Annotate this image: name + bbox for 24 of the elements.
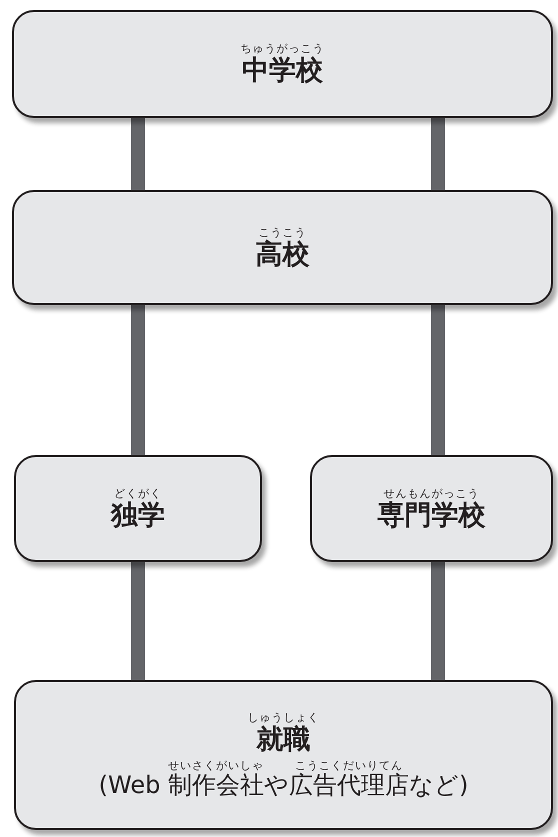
furigana: ちゅうがっこう (240, 42, 324, 55)
stage-box (14, 455, 262, 562)
connector-bar (131, 562, 145, 680)
stage-name: 高校 (256, 238, 310, 270)
furigana: せんもんがっこう (384, 486, 480, 500)
furigana: しゅうしょく (248, 711, 320, 724)
note-text: (Web 制作会社や広告代理店など) (98, 771, 468, 799)
furigana: こうこくだいりてん (294, 759, 403, 772)
connector-bar (431, 562, 445, 680)
connector-bar (131, 118, 145, 190)
stage-box (12, 10, 553, 118)
furigana: こうこう (258, 226, 306, 238)
furigana: せいさくがいしゃ (168, 759, 264, 772)
stage-name: 就職 (256, 724, 310, 755)
stage-name: 独学 (111, 500, 165, 530)
stage-box (14, 680, 553, 830)
stage-box (310, 455, 553, 562)
stage-name: 専門学校 (378, 500, 486, 530)
stage-box (12, 190, 553, 305)
furigana: どくがく (114, 486, 162, 500)
connector-bar (131, 305, 145, 455)
stage-name: 中学校 (242, 55, 323, 86)
connector-bar (431, 305, 445, 455)
connector-bar (431, 118, 445, 190)
